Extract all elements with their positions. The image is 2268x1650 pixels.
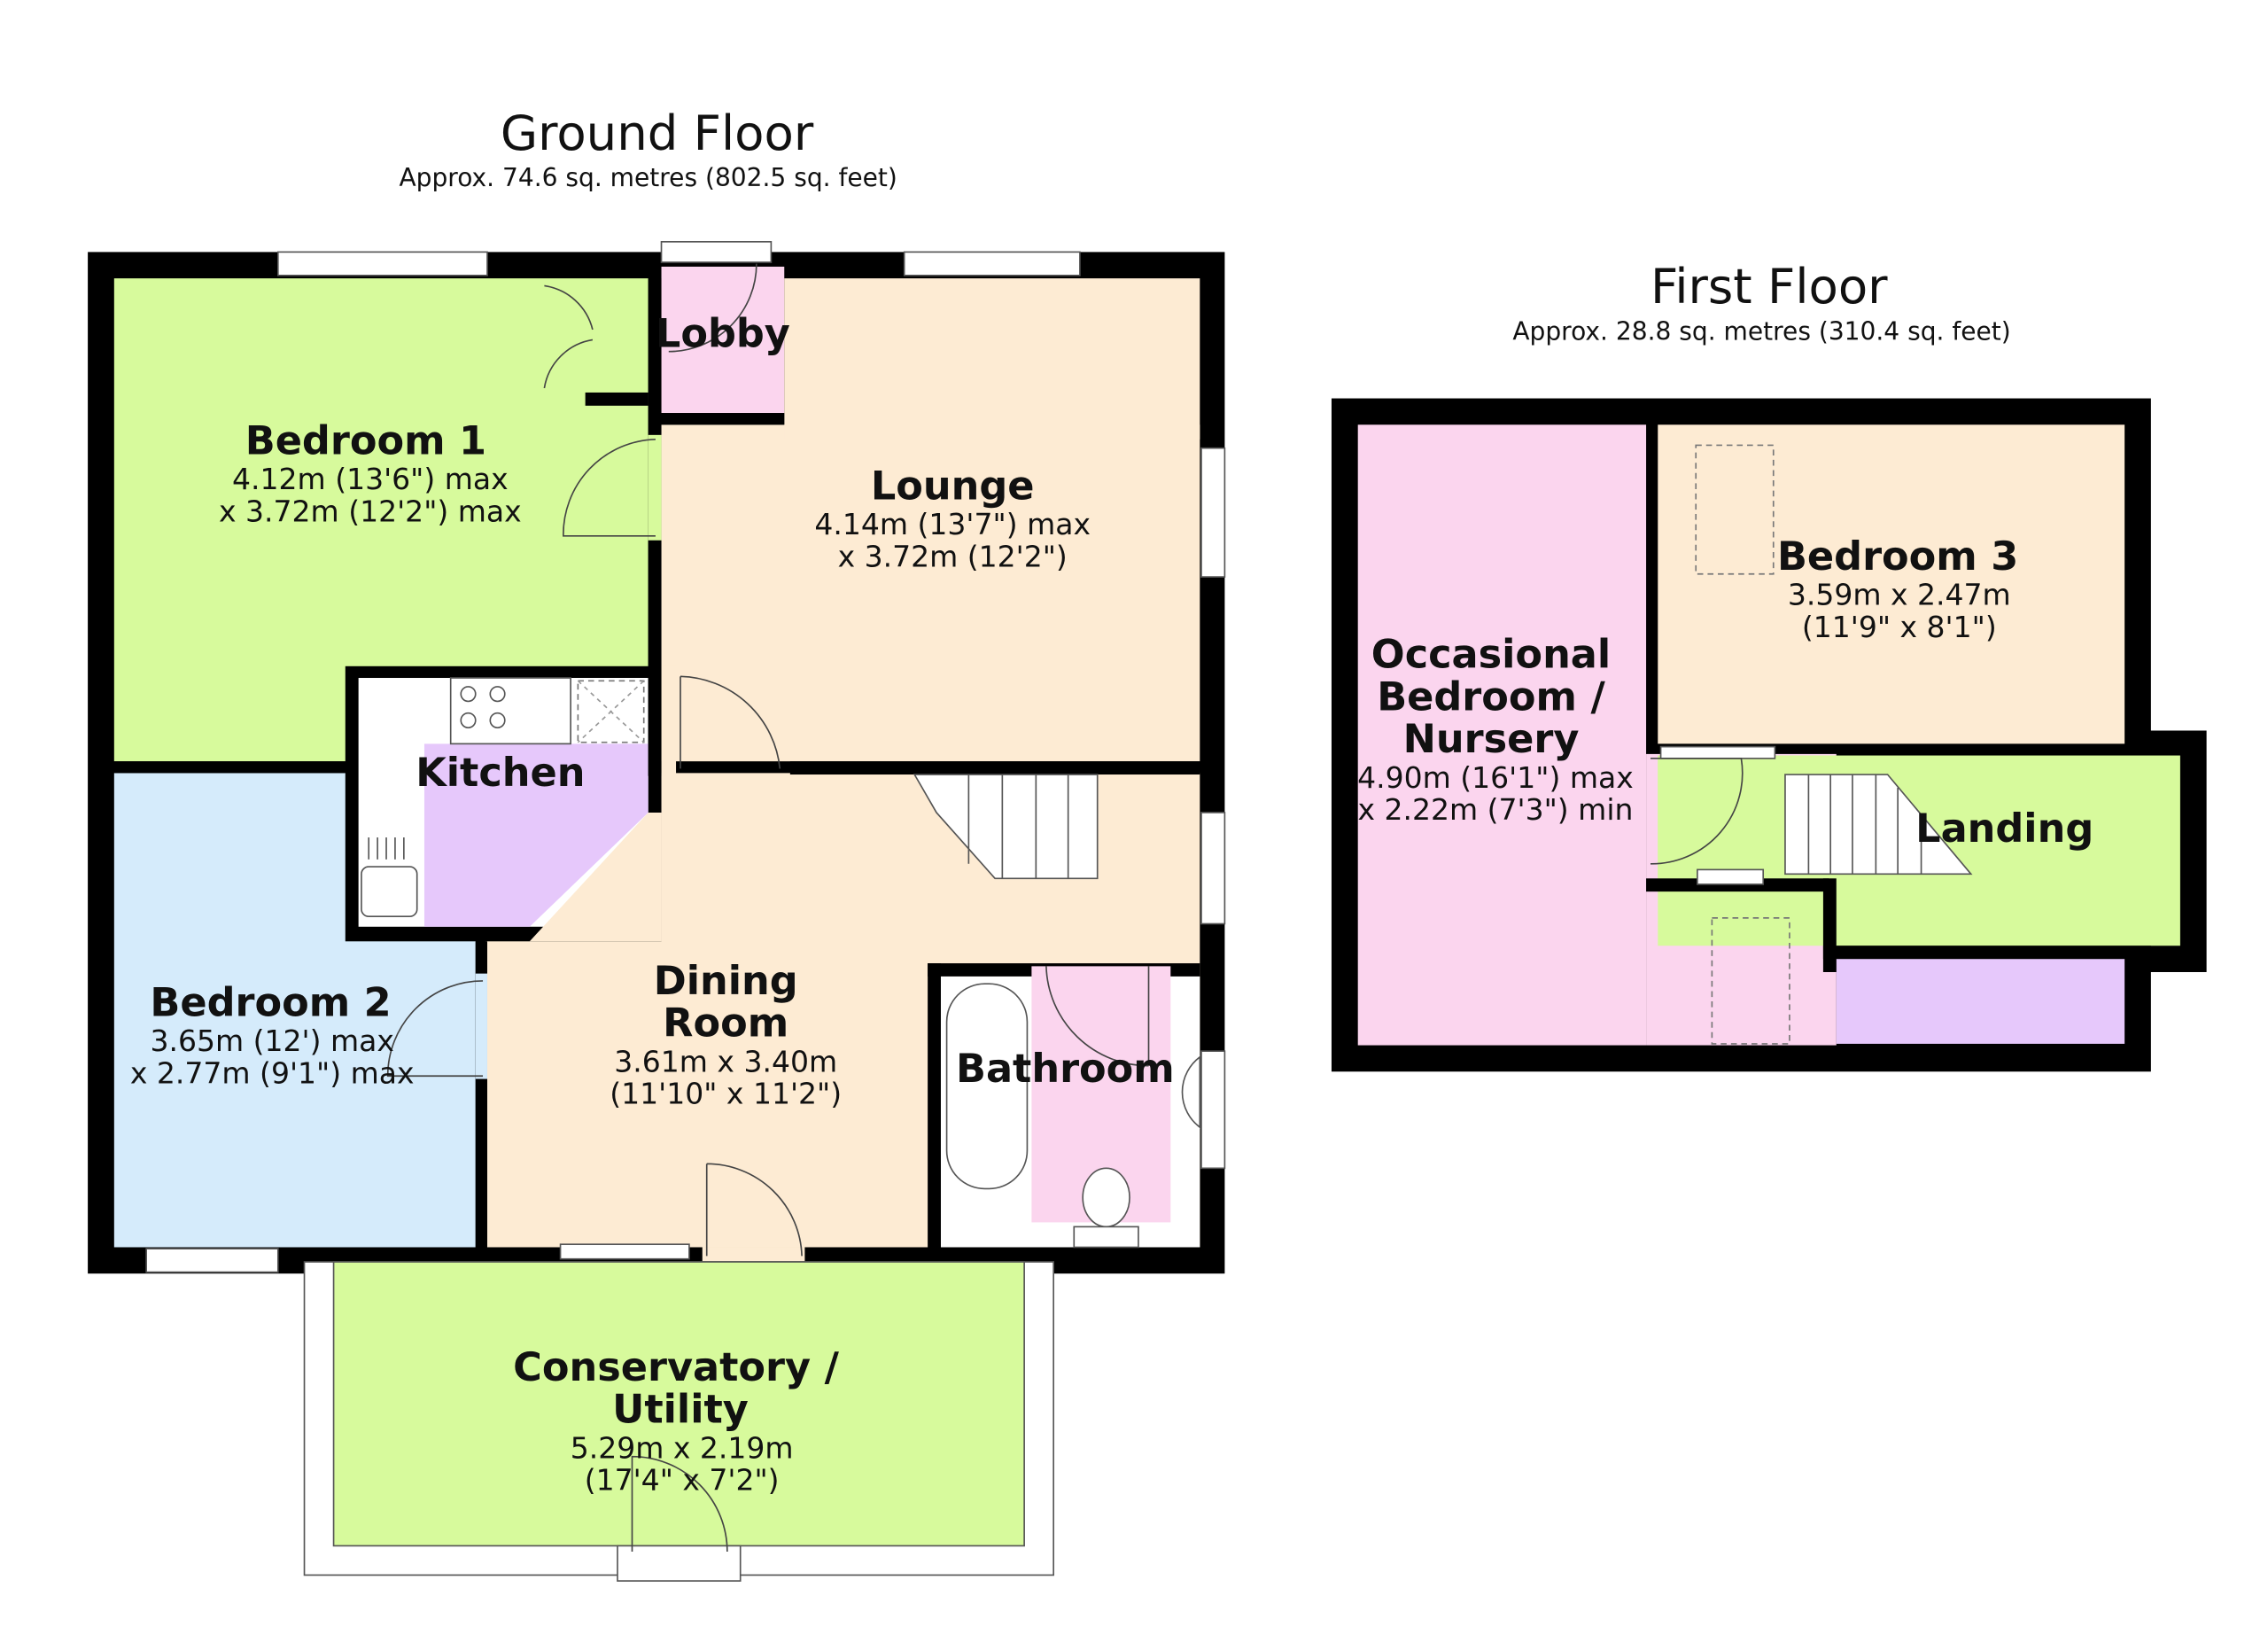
kitchen-floor (423, 743, 649, 927)
room-bedroom-3 (1658, 424, 2125, 744)
window (1200, 447, 1226, 578)
bedroom-1-dim2: x 3.72m (12'2") max (219, 494, 522, 528)
door-dining-conservatory[interactable] (705, 1163, 803, 1257)
roof-window-icon (1695, 444, 1775, 575)
conservatory-dim2: (17'4" x 7'2") (585, 1463, 780, 1498)
bedroom-2-dim2: x 2.77m (9'1") max (130, 1056, 415, 1091)
wall-lobby (661, 413, 785, 425)
lobby-label: Lobby (656, 311, 790, 357)
door-lobby[interactable] (668, 263, 757, 353)
occasional-label-2: Bedroom / (1377, 673, 1605, 720)
door-bedroom-1[interactable] (563, 438, 656, 537)
door-occasional-bedroom[interactable] (1651, 758, 1744, 865)
room-occasional-bedroom (1357, 424, 1647, 1046)
wall-bed1-bed2 (113, 761, 346, 774)
door-bedroom-3-frame (1659, 745, 1776, 759)
conservatory-door-frame (617, 1545, 742, 1582)
kitchen-label: Kitchen (416, 750, 585, 796)
room-lobby (661, 266, 785, 414)
ground-floor-title: Ground Floor (501, 105, 814, 161)
lounge-label: Lounge (871, 463, 1035, 510)
hob (449, 677, 571, 745)
room-lounge-upper (784, 278, 1200, 440)
stairs-icon (913, 774, 1099, 880)
wall-lounge-dining (789, 761, 1200, 775)
room-lounge (661, 424, 1200, 762)
door-gap-bed2 (475, 973, 487, 1079)
conservatory-label-1: Conservatory / (513, 1344, 839, 1390)
door-conservatory[interactable] (631, 1455, 728, 1553)
hall-opening (661, 665, 677, 783)
hob-burners-icon (460, 686, 506, 728)
wall-bathroom-left (928, 963, 941, 1249)
conservatory-label-2: Utility (612, 1387, 749, 1433)
lounge-dim2: x 3.72m (12'2") (838, 539, 1068, 573)
bedroom-1-label: Bedroom 1 (245, 417, 486, 463)
lounge-dim1: 4.14m (13'7") max (814, 507, 1091, 541)
bedroom-2-dim1: 3.65m (12') max (150, 1023, 393, 1058)
bedroom-3-dim2: (11'9" x 8'1") (1802, 610, 1997, 644)
window (276, 251, 488, 276)
cupboard-doors[interactable] (543, 284, 594, 389)
wall-storage-top (1822, 946, 2151, 960)
toilet-icon (1082, 1167, 1130, 1228)
sink-icon (361, 866, 418, 918)
basin-icon (1181, 1055, 1201, 1129)
room-conservatory (332, 1261, 1025, 1547)
bath-icon (945, 983, 1029, 1190)
kitchen-diagonal-hall (529, 812, 662, 942)
bathroom-label: Bathroom (956, 1046, 1175, 1092)
dining-label-2: Room (663, 1000, 788, 1047)
room-storage (1836, 959, 2125, 1044)
first-floor-title: First Floor (1651, 258, 1888, 315)
wall-cupboard (585, 392, 649, 406)
window (145, 1248, 279, 1273)
door-gap-bed1 (648, 434, 662, 541)
conservatory-dim1: 5.29m x 2.19m (571, 1430, 794, 1465)
landing-label: Landing (1915, 806, 2093, 852)
window (903, 251, 1081, 276)
occasional-label-1: Occasional (1371, 631, 1611, 677)
stairs-icon (1784, 774, 1973, 876)
dining-dim2: (11'10" x 11'2") (610, 1077, 842, 1111)
bedroom-3-label: Bedroom 3 (1777, 533, 2018, 580)
first-floor-area: Approx. 28.8 sq. metres (310.4 sq. feet) (1512, 316, 2010, 346)
window (1200, 812, 1226, 925)
window (1697, 868, 1765, 885)
door-bathroom[interactable] (1045, 966, 1150, 1067)
occasional-dim1: 4.90m (16'1") max (1357, 760, 1634, 795)
ground-floor-area: Approx. 74.6 sq. metres (802.5 sq. feet) (399, 163, 897, 192)
bedroom-3-dim1: 3.59m x 2.47m (1788, 577, 2011, 611)
door-bedroom-2[interactable] (386, 980, 484, 1078)
bedroom-2-label: Bedroom 2 (150, 980, 391, 1026)
ground-floor: Ground Floor Approx. 74.6 sq. metres (80… (88, 105, 1226, 1582)
window (1200, 1050, 1226, 1170)
cistern (1073, 1226, 1139, 1249)
occasional-dim2: x 2.22m (7'3") min (1357, 792, 1633, 827)
window (559, 1243, 690, 1260)
first-floor: First Floor Approx. 28.8 sq. metres (310… (1331, 258, 2207, 1072)
drainer-icon (368, 837, 405, 860)
cupboard-icon (577, 680, 645, 743)
roof-window-icon (1711, 917, 1790, 1045)
front-door-frame (660, 241, 773, 263)
occasional-label-3: Nursery (1403, 716, 1580, 762)
dining-label-1: Dining (654, 958, 798, 1004)
bedroom-1-dim1: 4.12m (13'6") max (232, 462, 509, 496)
dining-dim1: 3.61m x 3.40m (614, 1044, 837, 1078)
door-lounge[interactable] (680, 675, 781, 769)
